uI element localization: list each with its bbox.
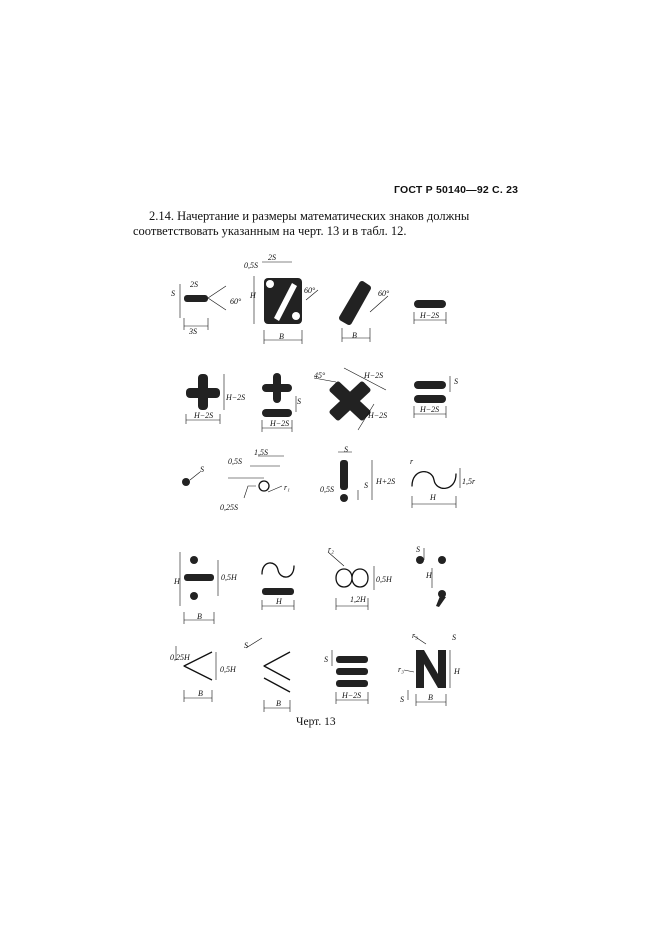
label-s-7: S <box>416 545 420 554</box>
label-h-plus-2s: H+2S <box>375 477 395 486</box>
label-r: r <box>410 457 414 466</box>
label-s-10: S <box>452 633 456 642</box>
sign-semicolon: S H <box>416 545 446 607</box>
label-h-2s-2: H−2S <box>193 411 213 420</box>
label-05s-3: 0,5S <box>320 485 334 494</box>
sign-plus-minus: H−2S S <box>261 373 301 432</box>
label-h-2s-8: H−2S <box>341 691 361 700</box>
sign-tilde: r H 1,5r <box>410 457 476 508</box>
label-h-3: H <box>429 493 437 502</box>
label-h-2s: H−2S <box>419 311 439 320</box>
figure-caption: Черт. 13 <box>296 716 336 728</box>
sign-times: 45° H−2S H−2S <box>313 367 387 431</box>
label-h-2s-4: H−2S <box>269 419 289 428</box>
paragraph-line-2: соответствовать указанным на черт. 13 и … <box>133 224 407 238</box>
label-s-3: S <box>454 377 458 386</box>
label-h-2s-6: H−2S <box>367 411 387 420</box>
label-h-5: H <box>275 597 283 606</box>
label-h-7: H <box>453 667 461 676</box>
label-s-5: S <box>344 445 348 454</box>
page-header: ГОСТ Р 50140—92 С. 23 <box>394 184 519 196</box>
label-h-6: H <box>425 571 433 580</box>
label-05h: 0,5H <box>221 573 238 582</box>
label-h-2s-3: H−2S <box>225 393 245 402</box>
label-05h-2: 0,5H <box>376 575 393 584</box>
label-05h-3: 0,5H <box>220 665 237 674</box>
label-60-deg: 60° <box>230 297 242 306</box>
label-12h: 1,2H <box>350 595 367 604</box>
sign-exclamation: S 0,5S S H+2S <box>320 445 395 502</box>
sign-minus-small: S 2S 3S 60° <box>171 280 242 336</box>
label-b-5: B <box>276 699 281 708</box>
sign-letter-n: r₃ S r₃ H S B <box>398 631 461 706</box>
label-2s: 2S <box>190 280 198 289</box>
sign-divide: H 0,5H B <box>173 552 238 624</box>
paragraph-2-14: 2.14. Начертание и размеры математически… <box>133 209 523 239</box>
sign-less-equal: B S <box>244 637 291 712</box>
sign-slash-with-dots: 0,5S 2S H B 60° <box>244 253 319 344</box>
label-3s: 3S <box>188 327 197 336</box>
label-h: H <box>249 291 257 300</box>
sign-dot: S <box>182 465 204 486</box>
sign-minus: H−2S <box>413 300 447 324</box>
label-r2: r₂ <box>328 545 334 554</box>
sign-slash: B 60° <box>339 281 390 342</box>
label-r3: r₃ <box>412 631 418 640</box>
label-15r: 1,5r <box>462 477 476 486</box>
sign-plus-large: H−2S H−2S <box>185 374 245 424</box>
label-r1: r₁ <box>284 483 290 492</box>
label-b-6: B <box>428 693 433 702</box>
label-s-8: S <box>244 641 248 650</box>
label-b: B <box>279 332 284 341</box>
sign-identical: S H−2S <box>324 650 369 704</box>
sign-approx-equal: H <box>261 562 295 610</box>
label-b-3: B <box>197 612 202 621</box>
label-r3-2: r₃ <box>398 665 404 674</box>
label-s-6: S <box>364 481 368 490</box>
label-2s-top: 2S <box>268 253 276 262</box>
label-h-2s-7: H−2S <box>419 405 439 414</box>
paragraph-line-1: 2.14. Начертание и размеры математически… <box>149 209 470 223</box>
label-025s: 0,25S <box>220 503 238 512</box>
sign-dot-detail: 0,5S 1,5S 0,25S r₁ <box>220 448 290 512</box>
label-s-4: S <box>200 465 204 474</box>
label-025h: 0,25H <box>170 653 191 662</box>
label-15s: 1,5S <box>254 448 268 457</box>
label-s-11: S <box>400 695 404 704</box>
label-b-4: B <box>198 689 203 698</box>
label-60-deg-3: 60° <box>378 289 390 298</box>
label-h-4: H <box>173 577 181 586</box>
label-b-2: B <box>352 331 357 340</box>
sign-equals: H−2S S <box>413 376 458 418</box>
sign-infinity: r₂ 1,2H 0,5H <box>327 545 393 610</box>
label-h-2s-5: H−2S <box>363 371 383 380</box>
label-s-2: S <box>297 397 301 406</box>
label-60-deg-2: 60° <box>304 286 316 295</box>
label-05s: 0,5S <box>244 261 258 270</box>
label-45-deg: 45° <box>314 371 326 380</box>
sign-less-than: B 0,25H 0,5H <box>170 646 237 702</box>
label-s: S <box>171 289 175 298</box>
label-05s-2: 0,5S <box>228 457 242 466</box>
label-s-9: S <box>324 655 328 664</box>
